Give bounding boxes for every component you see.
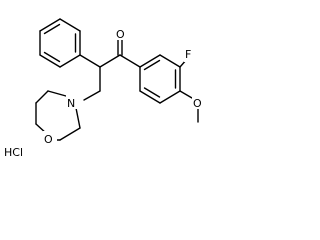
atom-labels: O F O N O HCl <box>4 26 205 159</box>
fluorine-label: F <box>185 48 191 61</box>
salt-label: HCl <box>4 146 23 159</box>
carbonyl-oxygen-label: O <box>116 28 125 41</box>
nitrogen-label: N <box>67 97 75 110</box>
methoxy-oxygen-label: O <box>193 97 202 110</box>
morpholine-oxygen-label: O <box>44 133 53 146</box>
structure-diagram: O F O N O HCl <box>4 18 205 159</box>
